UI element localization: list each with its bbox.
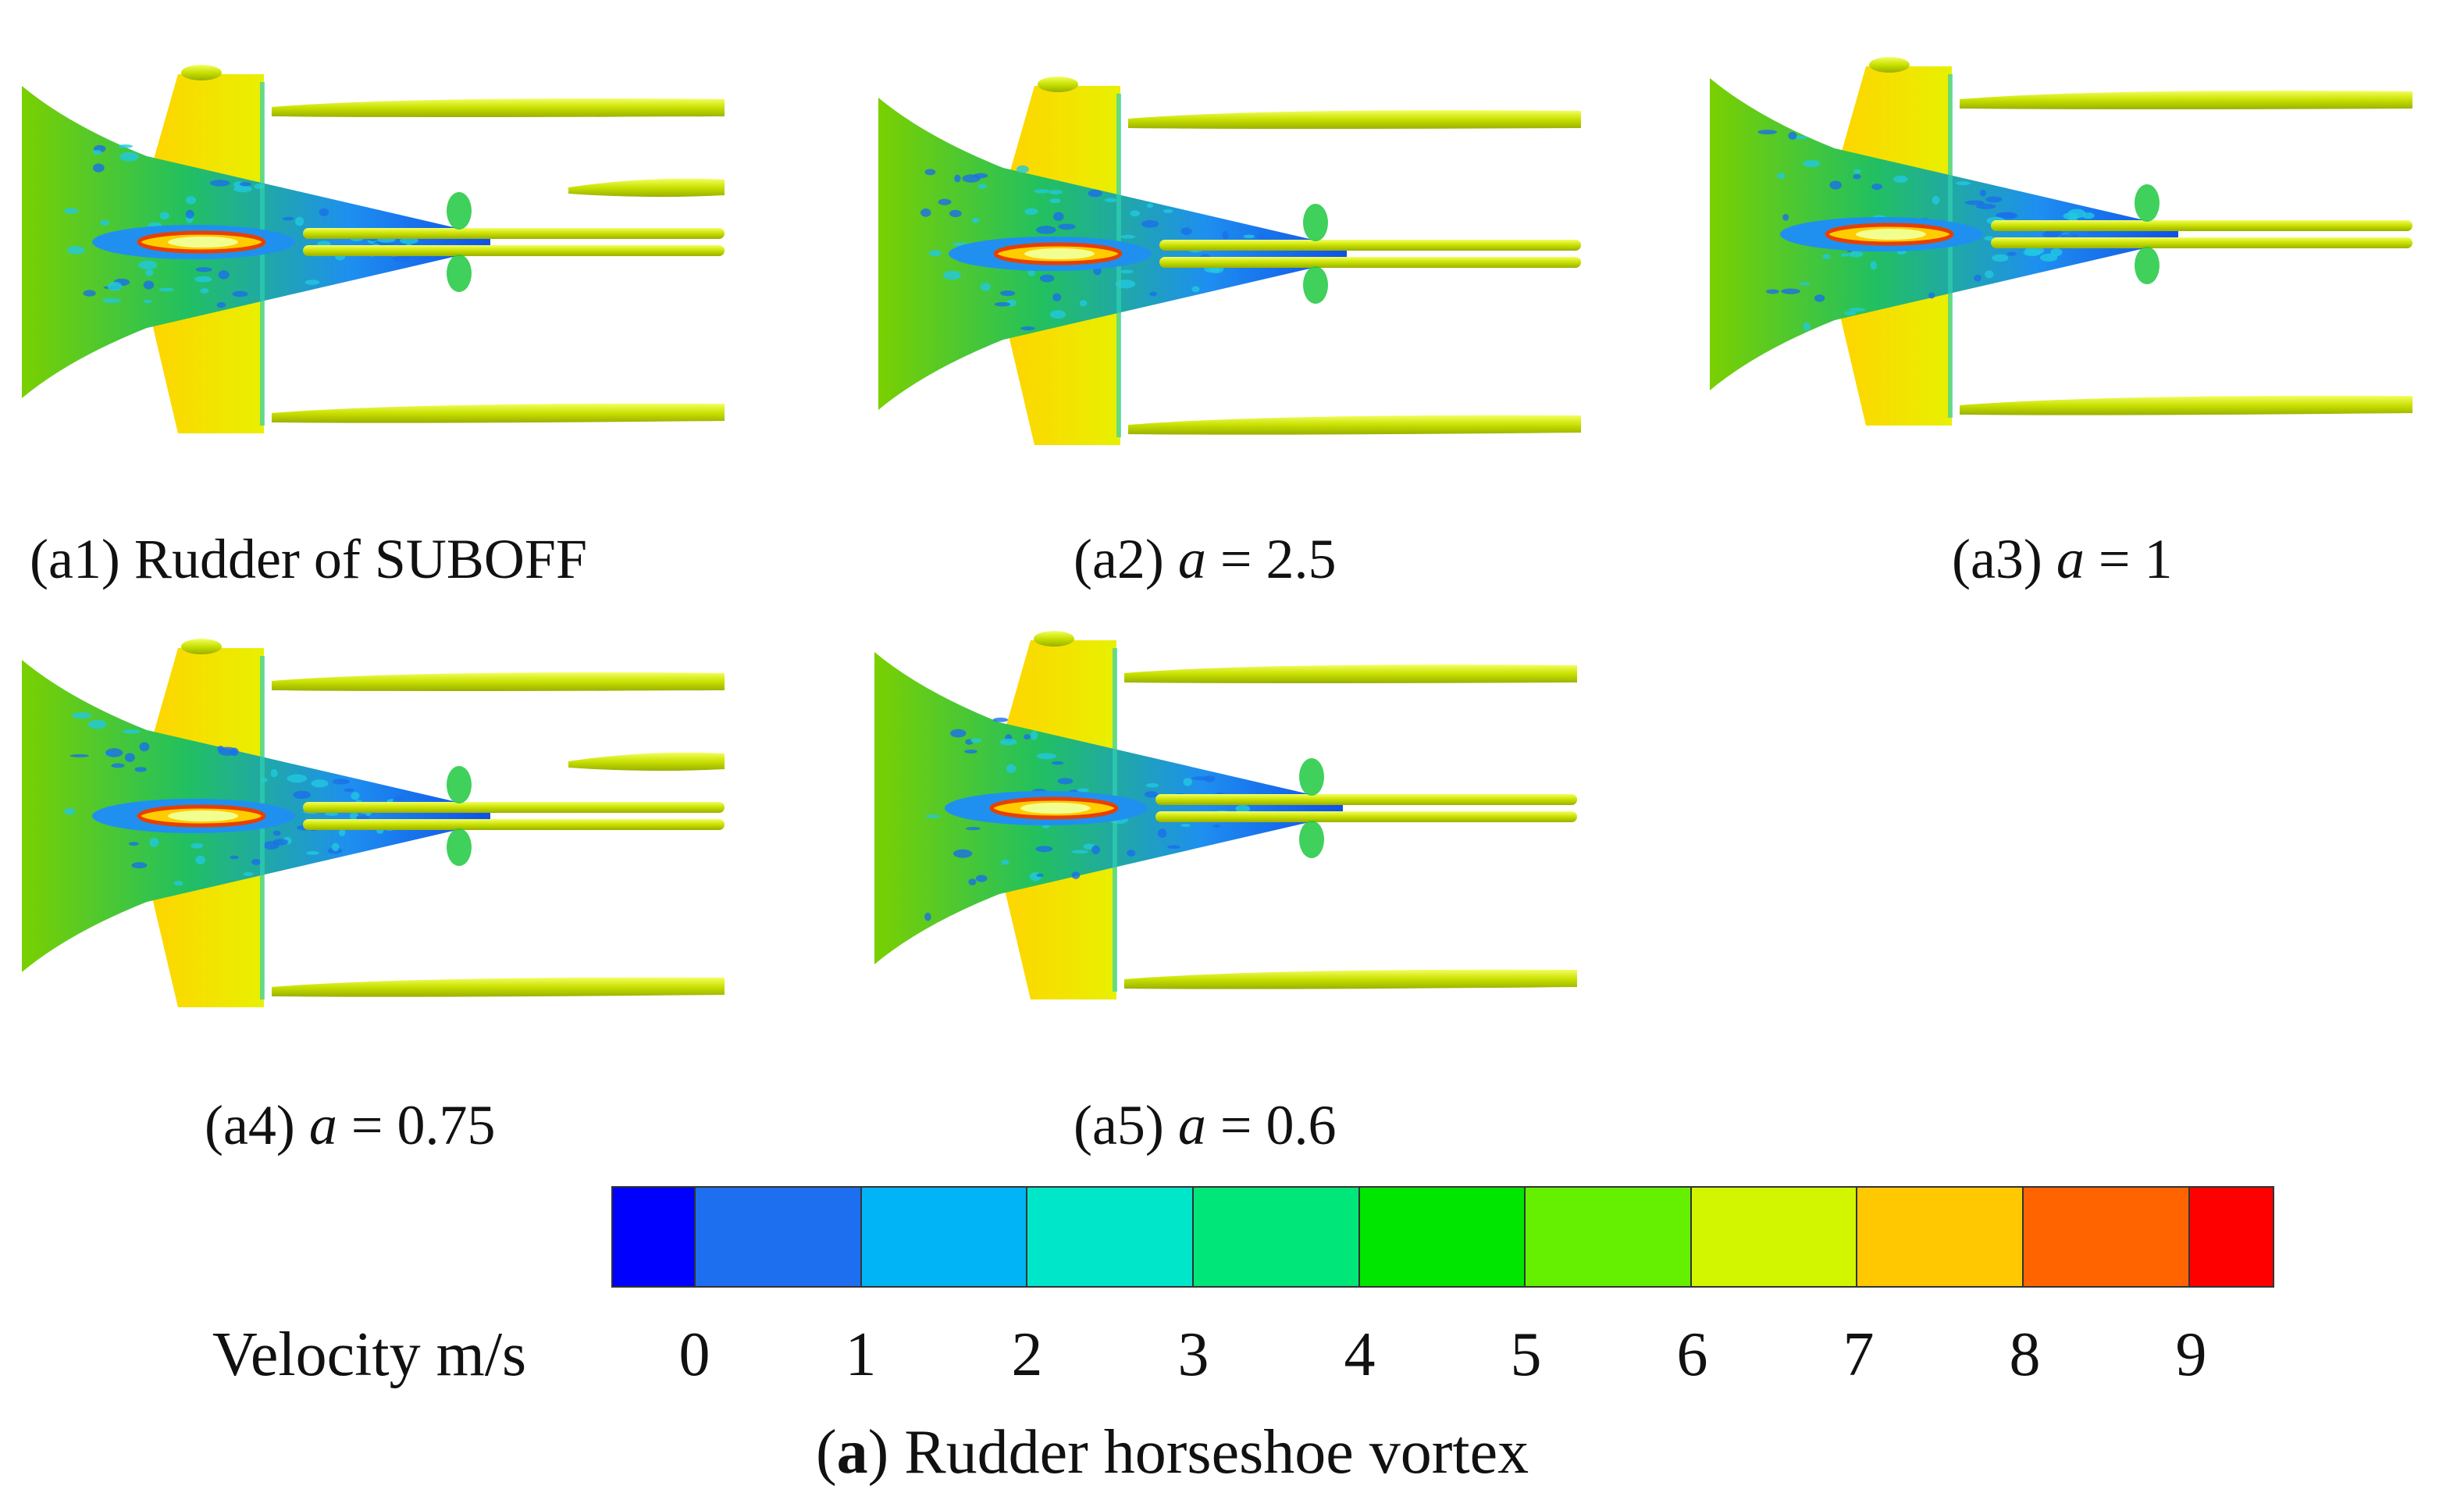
caption-a4-value: = 0.75 [336,1094,496,1156]
panel-a1 [22,59,725,465]
vortex-field-image [1710,57,2412,426]
velocity-tick-label: 5 [1510,1320,1542,1389]
colorbar-swatch [1359,1188,1526,1286]
colorbar-swatch [613,1188,696,1286]
caption-a2: (a2) a = 2.5 [1074,531,1337,587]
colorbar-swatch [1857,1188,2024,1286]
colorbar-swatch [696,1188,862,1286]
caption-a5: (a5) a = 0.6 [1074,1097,1337,1153]
caption-a4-prefix: (a4) [205,1094,309,1156]
caption-a3-value: = 1 [2084,528,2173,590]
velocity-colorbar [611,1186,2274,1288]
vortex-field-image [878,77,1581,445]
velocity-tick-label: 9 [2175,1320,2207,1389]
colorbar-swatch [1027,1188,1195,1286]
velocity-tick-label: 7 [1843,1320,1875,1389]
caption-a2-prefix: (a2) [1074,528,1178,590]
caption-a4: (a4) a = 0.75 [205,1097,496,1153]
colorbar-swatch [2024,1188,2190,1286]
caption-a3-var: a [2056,528,2085,590]
colorbar-swatch [1194,1188,1360,1286]
panel-a4 [22,632,725,1039]
colorbar-swatch [1526,1188,1692,1286]
figure-caption: (a) Rudder horseshoe vortex [816,1418,1529,1487]
velocity-tick-label: 2 [1011,1320,1043,1389]
caption-a5-prefix: (a5) [1074,1094,1178,1156]
velocity-tick-label: 4 [1344,1320,1376,1389]
velocity-tick-label: 0 [678,1320,710,1389]
figure-caption-text: ) Rudder horseshoe vortex [867,1418,1529,1487]
figure-caption-letter: a [836,1418,868,1487]
panel-a2 [878,70,1581,476]
velocity-tick-label: 3 [1177,1320,1209,1389]
caption-a2-value: = 2.5 [1205,528,1337,590]
colorbar-swatch [2189,1188,2273,1286]
panel-a3 [1710,51,2412,457]
caption-a1-text: Rudder of SUBOFF [134,528,587,590]
velocity-tick-label: 6 [1676,1320,1708,1389]
caption-a3: (a3) a = 1 [1952,531,2173,587]
colorbar-swatch [861,1188,1028,1286]
caption-a1-prefix: (a1) [30,528,134,590]
velocity-tick-label: 8 [2009,1320,2041,1389]
vortex-field-image [22,65,725,433]
caption-a5-value: = 0.6 [1205,1094,1337,1156]
vortex-field-image [22,639,725,1007]
velocity-legend-label: Velocity m/s [212,1320,527,1389]
caption-a3-prefix: (a3) [1952,528,2056,590]
vortex-field-image [874,631,1577,999]
colorbar-swatch [1691,1188,1858,1286]
velocity-tick-label: 1 [845,1320,877,1389]
caption-a1: (a1) Rudder of SUBOFF [30,531,587,587]
caption-a5-var: a [1177,1094,1206,1156]
caption-a4-var: a [308,1094,337,1156]
panel-a5 [874,625,1577,1031]
caption-a2-var: a [1177,528,1206,590]
